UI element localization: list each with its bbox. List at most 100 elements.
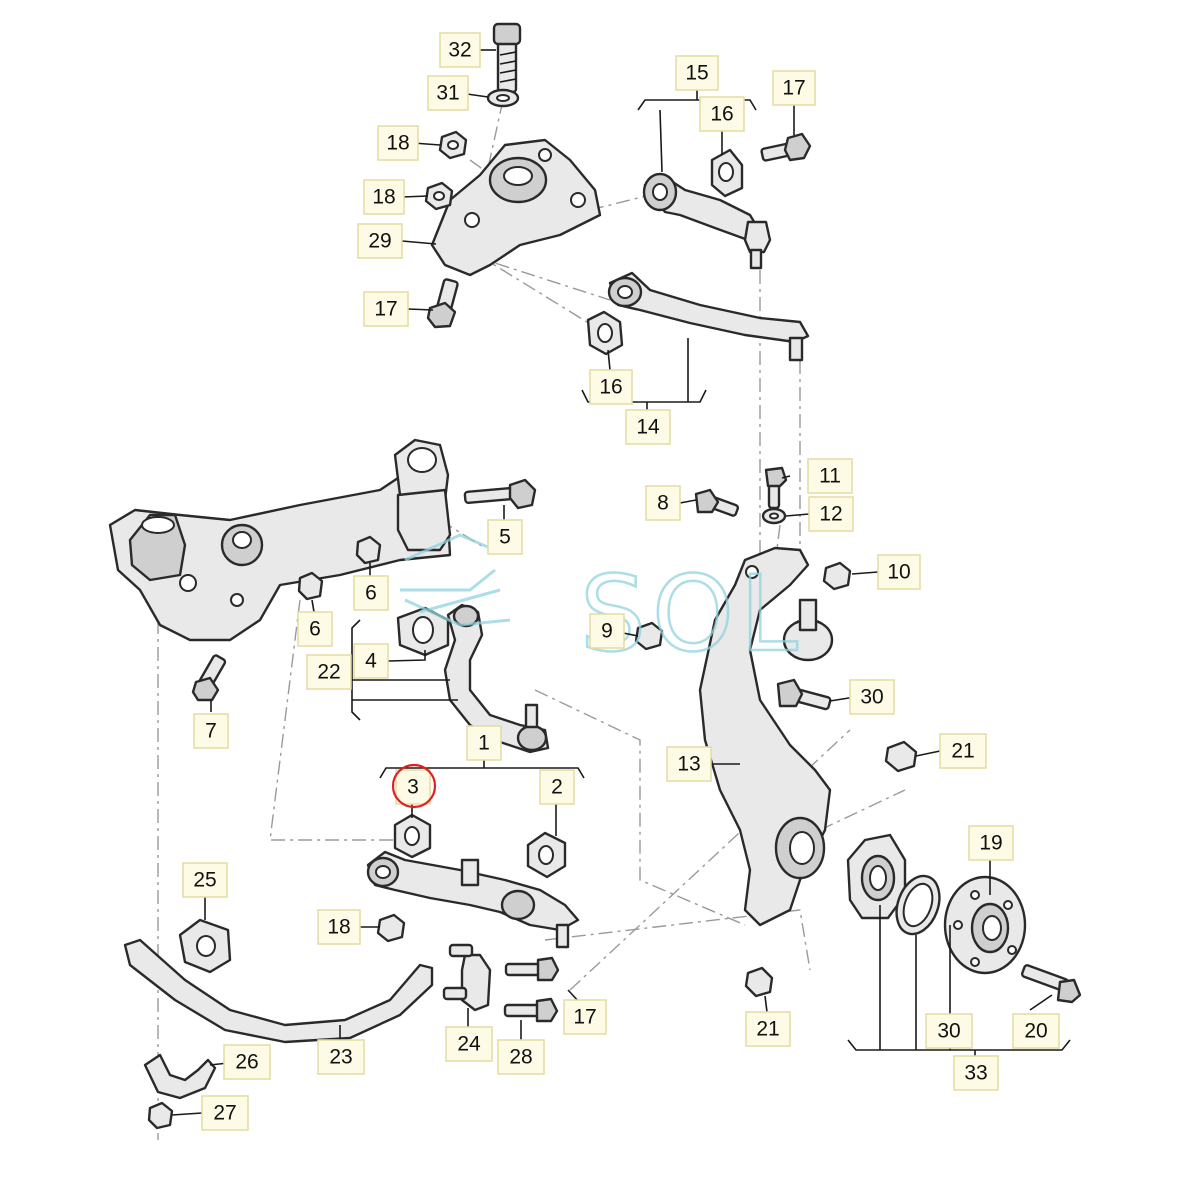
svg-text:32: 32: [448, 39, 471, 62]
bolt-11: [764, 466, 788, 510]
washer-31: [486, 88, 520, 108]
bolt-5: [463, 478, 537, 510]
stabilizer-bar-23: [123, 938, 434, 1044]
bolt-30a: [776, 678, 832, 711]
callout-26: 26: [223, 1044, 271, 1080]
callout-28: 28: [497, 1039, 545, 1075]
callout-6b: 6: [297, 611, 333, 647]
svg-text:8: 8: [657, 492, 669, 515]
nut-6b: [297, 571, 324, 601]
upper-arm-14: [607, 271, 810, 362]
bolt-7: [191, 654, 227, 702]
nut-18c: [376, 913, 406, 943]
bolt-17c: [504, 956, 560, 982]
svg-text:22: 22: [317, 661, 340, 684]
highlight-circle: [391, 763, 437, 809]
callout-9: 9: [589, 613, 625, 649]
svg-text:33: 33: [964, 1062, 987, 1085]
callout-21b: 21: [745, 1011, 791, 1047]
upper-arm-15: [642, 172, 772, 270]
callout-18b: 18: [363, 179, 405, 215]
svg-text:20: 20: [1024, 1020, 1047, 1043]
callout-5: 5: [487, 519, 523, 555]
callout-22: 22: [306, 654, 352, 690]
callout-14: 14: [625, 409, 671, 445]
callout-13: 13: [666, 746, 712, 782]
svg-text:7: 7: [205, 720, 217, 743]
bushing-3: [393, 813, 432, 859]
bolt-28: [503, 997, 559, 1023]
subframe: [108, 438, 452, 642]
svg-text:14: 14: [636, 416, 660, 439]
bolt-17b: [760, 132, 812, 162]
steering-knuckle-13: [698, 546, 832, 927]
svg-text:30: 30: [937, 1020, 960, 1043]
svg-text:5: 5: [499, 526, 511, 549]
svg-text:21: 21: [951, 740, 974, 763]
svg-text:3: 3: [407, 776, 419, 799]
svg-text:17: 17: [782, 77, 805, 100]
callout-15: 15: [675, 55, 719, 91]
svg-text:25: 25: [193, 869, 216, 892]
callout-4: 4: [353, 643, 389, 679]
svg-text:12: 12: [819, 503, 842, 526]
callout-17c: 17: [563, 999, 607, 1035]
callout-27: 27: [201, 1095, 249, 1131]
svg-text:28: 28: [509, 1046, 532, 1069]
svg-text:27: 27: [213, 1102, 236, 1125]
callout-30a: 30: [849, 679, 895, 715]
callout-21a: 21: [939, 733, 987, 769]
bolt-20: [1020, 964, 1082, 1004]
svg-text:18: 18: [386, 132, 409, 155]
callout-25: 25: [182, 862, 228, 898]
callout-12: 12: [808, 496, 854, 532]
callout-17b: 17: [772, 70, 816, 106]
bushing-25: [178, 918, 232, 974]
hub-bearing: [846, 833, 907, 920]
lower-arm-1: [366, 850, 580, 949]
svg-text:17: 17: [374, 298, 397, 321]
bushing-16a: [710, 148, 744, 198]
svg-text:16: 16: [599, 376, 622, 399]
callout-1: 1: [466, 725, 502, 761]
callout-6a: 6: [353, 575, 389, 611]
svg-text:17: 17: [573, 1006, 596, 1029]
upper-mount-29: [430, 138, 602, 277]
svg-text:18: 18: [372, 186, 395, 209]
lower-arm-22: [443, 603, 550, 754]
callout-29: 29: [357, 223, 403, 259]
nut-18a: [438, 130, 468, 160]
nut-21a: [884, 740, 918, 773]
callout-18c: 18: [317, 909, 361, 945]
wheel-hub-19: [943, 875, 1027, 975]
callout-30b: 30: [925, 1013, 973, 1049]
callout-18a: 18: [377, 125, 419, 161]
svg-text:10: 10: [887, 561, 910, 584]
ball-joint: [782, 598, 834, 662]
callout-32: 32: [439, 32, 481, 68]
svg-text:6: 6: [309, 618, 321, 641]
callout-2: 2: [539, 769, 575, 805]
nut-9: [634, 621, 664, 651]
callout-24: 24: [445, 1026, 493, 1062]
clamp-26: [143, 1053, 217, 1100]
callout-16a: 16: [699, 96, 745, 132]
callout-17a: 17: [363, 291, 409, 327]
seal-ring: [895, 874, 941, 936]
nut-21b: [744, 966, 774, 998]
bushing-16b: [586, 310, 624, 356]
svg-text:13: 13: [677, 753, 700, 776]
bolt-17a: [426, 278, 459, 329]
link-24: [442, 943, 492, 1012]
svg-text:26: 26: [235, 1051, 258, 1074]
svg-text:6: 6: [365, 582, 377, 605]
svg-text:19: 19: [979, 832, 1002, 855]
svg-text:16: 16: [710, 103, 733, 126]
svg-text:31: 31: [436, 82, 459, 105]
nut-18b: [424, 181, 454, 211]
svg-text:9: 9: [601, 620, 613, 643]
nut-10: [822, 561, 852, 591]
nut-6a: [355, 535, 382, 565]
svg-text:21: 21: [756, 1018, 779, 1041]
bolt-32: [492, 22, 522, 94]
